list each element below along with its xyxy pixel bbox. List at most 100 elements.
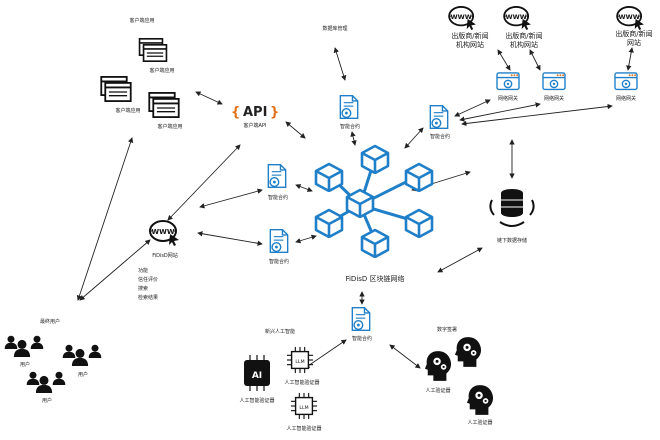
arrow-pub3-gw [626,47,634,71]
offchain-storage-label: 链下数据存储 [497,237,527,244]
smart-contract-label: 智能合约 [268,194,288,201]
human-validators-group-label: 数字签署 [437,326,457,333]
user-icon [4,335,18,349]
publisher-label-line2: 机构网站 [510,40,538,49]
user-icon [30,335,44,349]
publisher-2: 出版商/新闻 机构网站 [503,6,543,49]
gateway-label: 网络网关 [498,95,518,102]
client-app-label: 客户端应用 [115,107,140,114]
smart-contract-label: 智能合约 [430,133,450,140]
arrow-contract2-network [295,234,317,244]
user-label: 用户 [20,361,30,368]
data-storage-label: 数据库管理 [322,25,347,32]
gateway-label: 网络网关 [544,95,564,102]
client-apps-group-label: 客户端应用 [129,17,154,24]
user-group-3: 用户 [26,371,66,404]
arrow-contract-gw2 [459,102,541,122]
block-icon [345,188,375,218]
block-icon [314,208,344,238]
llm-chip-icon [286,346,314,374]
publisher-label-line1: 出版商/新闻 [451,31,488,40]
api-word: API [243,105,267,120]
website-icon [503,6,532,30]
offchain-storage: 链下数据存储 [489,189,535,244]
ai-validator-label: 人工智能验证器 [286,425,321,432]
smart-contract-icon [269,229,289,253]
human-validator-label: 人工验证器 [467,419,492,426]
user-icon [62,344,76,358]
arrow-apps-users [76,137,134,301]
api-brace-left-icon: { [231,105,240,120]
svg-text:AI: AI [252,371,262,381]
website-icon [148,220,181,246]
user-icon [88,344,102,358]
gateway-icon [542,72,566,91]
user-group-2: 用户 [62,344,102,378]
publisher-label-line1: 出版商/新闻 [615,29,652,38]
arrow-network-contract-right [404,127,424,149]
ai-validators-group: 新兴人工智能 AI 人工智能验证器 人工智能验证器 人工智能验证器 [239,328,321,432]
publisher-label-line2: 机构网站 [456,40,484,49]
arrow-contract-human [389,344,421,369]
site-feature: 功能 [138,267,148,274]
gateway-2: 网络网关 [542,72,566,102]
user-label: 用户 [42,397,52,404]
website-icon [448,6,477,30]
user-icon [26,371,40,385]
smart-contract-label: 智能合约 [340,123,360,130]
arrow-gateway-contract2 [197,231,263,246]
block-icon [360,144,390,174]
arrow-apps-api [195,91,223,105]
smart-contract-label: 智能合约 [352,335,372,342]
gateway-1: 网络网关 [496,72,520,102]
client-app-label: 客户端应用 [149,67,174,74]
ai-validator-label: 人工智能验证器 [284,379,319,386]
publisher-label-line1: 出版商/新闻 [505,31,542,40]
site-feature: 检索结果 [138,294,158,301]
smart-contract-left-2: 智能合约 [269,229,289,265]
ai-chip: AI [244,355,270,391]
user-icon [52,371,66,385]
ai-validators-group-label: 新兴人工智能 [265,328,295,335]
arrow-api-network [285,121,306,139]
arrow-contract-ai [304,339,347,369]
smart-contract-right: 智能合约 [429,104,450,140]
publisher-1: 出版商/新闻 机构网站 [448,6,489,49]
database-icon [489,189,535,227]
publisher-label-line2: 网站 [627,38,641,47]
smart-contract-icon [267,164,287,188]
app-window-icon [142,44,168,62]
smart-contract-icon [351,307,371,331]
arrow-storage-contract [333,47,347,81]
app-window-icon [152,98,180,118]
smart-contract-top: 智能合约 [339,94,360,130]
block-icon [404,208,434,238]
human-validator-label: 人工验证器 [425,387,450,394]
smart-contract-bottom: 智能合约 [351,307,372,342]
smart-contract-icon [339,94,359,119]
api-brace-right-icon: } [270,105,279,120]
blockchain-network: FiDisD 区块链网络 [314,144,434,283]
smart-contract-icon [429,104,449,129]
app-window-icon [104,82,132,102]
end-users-group-label: 最终用户 [40,318,60,325]
human-head-icon [454,337,482,367]
gateway-icon [614,72,638,91]
block-icon [360,228,390,258]
website-icon [616,6,645,30]
fidisd-site-label: FiDisD网站 [152,252,178,259]
client-api: { API } 客户端API [231,105,279,129]
api-label: 客户端API [244,122,267,129]
site-feature: 搜索 [138,285,148,292]
arrow-pub1-gw [497,49,511,71]
smart-contract-label: 智能合约 [269,258,289,265]
arrow-contract1-network [295,184,313,192]
smart-contract-left-1: 智能合约 [267,164,288,201]
arrow-pub2-gw [529,49,541,71]
arrow-gateway-contract1 [199,188,263,209]
arrow-contract-gw1 [454,99,491,117]
site-feature: 信任评价 [138,276,158,283]
arrow-contract-gw3 [461,103,613,127]
